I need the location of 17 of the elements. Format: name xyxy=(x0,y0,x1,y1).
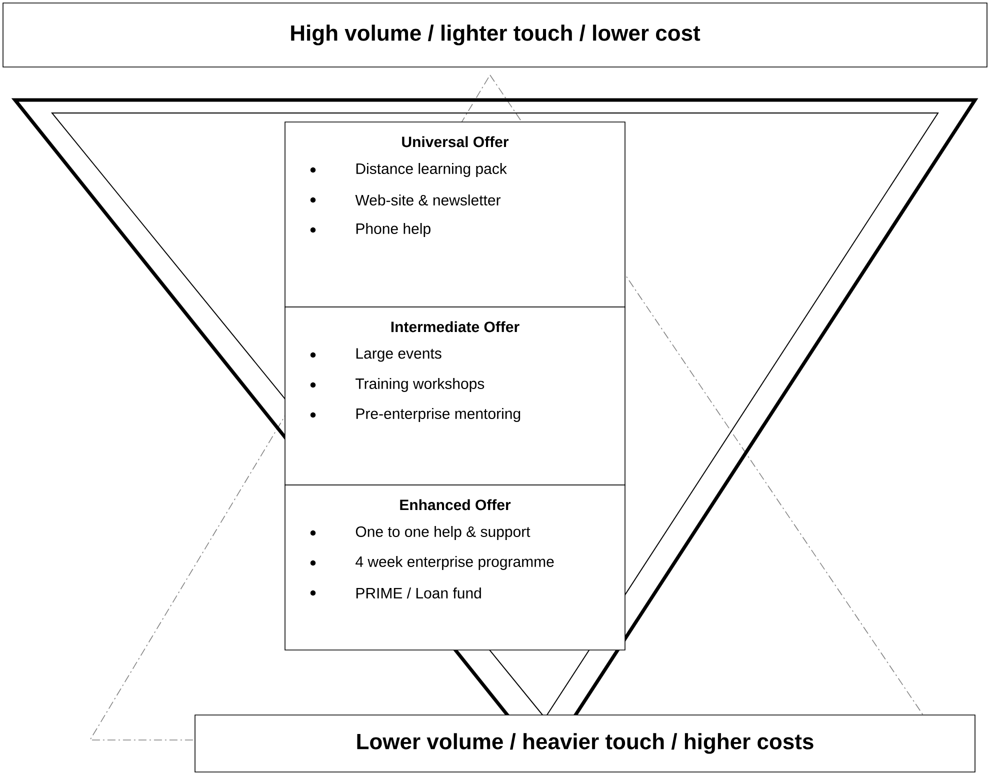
banner-box: Lower volume / heavier touch / higher costs xyxy=(194,714,976,772)
offer-box xyxy=(284,306,626,486)
offer-box xyxy=(284,122,626,308)
offer-heading: Enhanced Offer xyxy=(400,499,511,510)
bullet-item: PRIME / Loan fund xyxy=(356,587,481,598)
bullet-item: Training workshops xyxy=(356,378,484,392)
bullet-item: Web-site & newsletter xyxy=(355,194,501,206)
bullet-item: 4 week enterprise programme xyxy=(356,556,554,570)
bullet-item: Large events xyxy=(356,348,442,362)
bullet-item: Distance learning pack xyxy=(356,163,507,177)
offer-heading: Universal Offer xyxy=(402,136,509,148)
banner-box: High volume / lighter touch / lower cost xyxy=(2,2,988,68)
bullet-item: Pre-enterprise mentoring xyxy=(356,408,520,422)
bullet-item: Phone help xyxy=(356,223,430,237)
offer-box xyxy=(284,484,626,650)
offer-heading: Intermediate Offer xyxy=(391,321,520,332)
bullet-item: One to one help & support xyxy=(356,526,530,540)
